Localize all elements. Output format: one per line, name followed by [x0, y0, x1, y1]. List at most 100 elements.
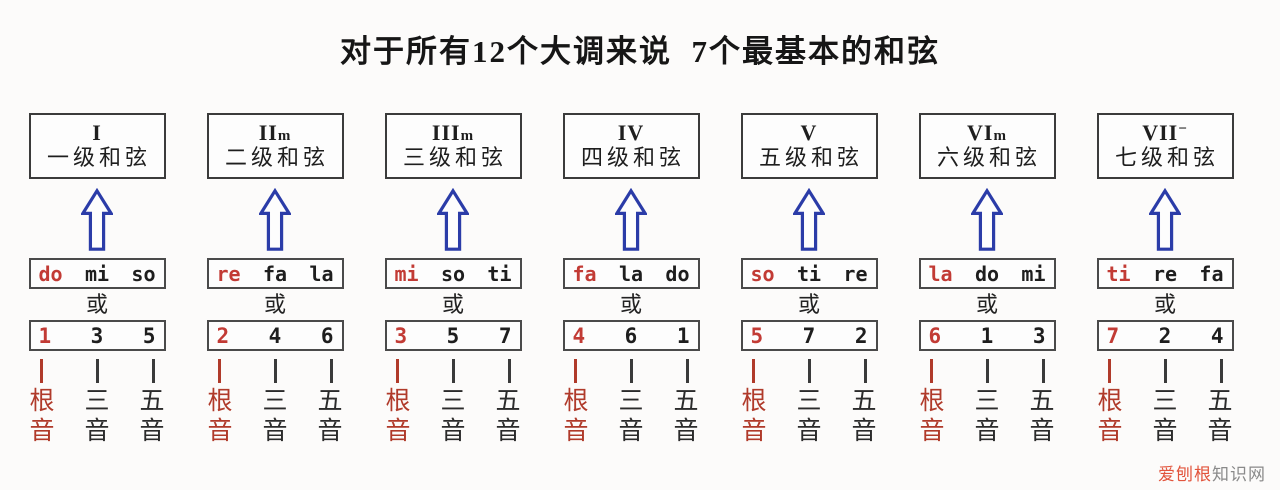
solfege-box: so ti re: [740, 258, 878, 289]
solfege-root: fa: [572, 261, 597, 286]
degree-root: 5: [750, 323, 764, 348]
root-tick: [217, 359, 221, 383]
up-arrow-icon: [971, 188, 1003, 251]
page-title: 对于所有12个大调来说 7个最基本的和弦: [340, 34, 940, 69]
third-tick: [273, 359, 277, 383]
fifth-tick: [1219, 359, 1223, 383]
chord-degree-box: IIm 二级和弦: [206, 113, 344, 179]
fifth-tick: [863, 359, 867, 383]
solfege-fifth: ti: [487, 261, 512, 286]
numeral-minor-suffix: m: [460, 128, 475, 145]
chord-column: IIIm 三级和弦 mi so ti 或 3 5 7 根音 三音 五音: [364, 113, 542, 446]
solfege-third: fa: [262, 261, 288, 286]
degree-fifth: 2: [854, 323, 868, 348]
chord-degree-box: VIm 六级和弦: [918, 113, 1056, 179]
root-note-label: 根音: [385, 388, 411, 445]
numeral-minor-suffix: m: [993, 128, 1007, 145]
numeral-base: VII: [1142, 120, 1179, 146]
chord-column: VIm 六级和弦 la do mi 或 6 1 3 根音 三音 五音: [898, 113, 1076, 446]
degree-number-box: 7 2 4: [1096, 320, 1234, 351]
fifth-tick: [329, 359, 333, 383]
chord-numeral: IV: [618, 120, 644, 145]
chord-degree-box: V 五级和弦: [740, 113, 878, 179]
degree-fifth: 6: [320, 323, 334, 348]
solfege-root: so: [750, 261, 775, 286]
solfege-third: ti: [796, 261, 822, 286]
or-label: 或: [441, 292, 464, 317]
third-tick: [95, 359, 99, 383]
root-note-label: 根音: [563, 388, 589, 445]
degree-number-box: 2 4 6: [206, 320, 344, 351]
fifth-note-label: 五音: [1207, 388, 1233, 445]
numeral-base: IV: [617, 120, 645, 146]
watermark: 爱刨根知识网: [1158, 460, 1266, 485]
chord-degree-box: VII− 七级和弦: [1096, 113, 1234, 179]
degree-fifth: 4: [1210, 323, 1224, 348]
degree-fifth: 3: [1032, 323, 1046, 348]
root-note-label: 根音: [741, 388, 767, 445]
root-tick: [929, 359, 933, 383]
note-role-labels: 根音 三音 五音: [563, 387, 700, 446]
up-arrow-icon: [259, 188, 291, 251]
root-tick: [1107, 359, 1111, 383]
degree-number-box: 1 3 5: [28, 320, 166, 351]
degree-third: 3: [90, 323, 104, 348]
fifth-tick: [151, 359, 155, 383]
third-note-label: 三音: [1152, 388, 1178, 445]
fifth-note-label: 五音: [495, 388, 521, 445]
fifth-tick: [507, 359, 511, 383]
or-label: 或: [1153, 292, 1176, 317]
chord-numeral: V: [801, 120, 818, 145]
chord-numeral: IIIm: [432, 120, 474, 145]
solfege-fifth: re: [843, 261, 868, 286]
numeral-diminished-suffix: −: [1178, 121, 1188, 138]
chord-column: V 五级和弦 so ti re 或 5 7 2 根音 三音 五音: [720, 113, 898, 446]
solfege-fifth: fa: [1199, 261, 1224, 286]
numeral-base: I: [92, 120, 102, 146]
or-label: 或: [797, 292, 820, 317]
root-tick: [751, 359, 755, 383]
chord-name: 二级和弦: [224, 145, 329, 171]
degree-third: 1: [980, 323, 994, 348]
solfege-box: do mi so: [28, 258, 166, 289]
solfege-third: so: [440, 261, 466, 286]
third-tick: [985, 359, 989, 383]
fifth-note-label: 五音: [673, 388, 699, 445]
third-note-label: 三音: [618, 388, 644, 445]
tick-marks: [741, 359, 878, 383]
up-arrow-icon: [437, 188, 469, 251]
tick-marks: [385, 359, 522, 383]
fifth-tick: [685, 359, 689, 383]
chord-column: IV 四级和弦 fa la do 或 4 6 1 根音 三音 五音: [542, 113, 720, 446]
solfege-box: ti re fa: [1096, 258, 1234, 289]
numeral-base: II: [258, 120, 278, 146]
solfege-fifth: do: [665, 261, 690, 286]
watermark-site-name: 爱刨根: [1158, 465, 1212, 484]
solfege-root: re: [216, 261, 241, 286]
solfege-third: do: [974, 261, 1000, 286]
or-label: 或: [975, 292, 998, 317]
note-role-labels: 根音 三音 五音: [919, 387, 1056, 446]
fifth-note-label: 五音: [139, 388, 165, 445]
solfege-root: ti: [1106, 261, 1131, 286]
or-label: 或: [85, 292, 108, 317]
root-note-label: 根音: [207, 388, 233, 445]
columns-row: I 一级和弦 do mi so 或 1 3 5 根音 三音 五音: [0, 113, 1280, 446]
solfege-third: mi: [84, 261, 110, 286]
or-label: 或: [263, 292, 286, 317]
solfege-fifth: so: [131, 261, 156, 286]
degree-number-box: 4 6 1: [562, 320, 700, 351]
chord-name: 五级和弦: [758, 145, 863, 171]
solfege-box: fa la do: [562, 258, 700, 289]
third-tick: [629, 359, 633, 383]
up-arrow-icon: [793, 188, 825, 251]
tick-marks: [29, 359, 166, 383]
note-role-labels: 根音 三音 五音: [385, 387, 522, 446]
chord-column: VII− 七级和弦 ti re fa 或 7 2 4 根音 三音 五音: [1076, 113, 1254, 446]
third-tick: [807, 359, 811, 383]
note-role-labels: 根音 三音 五音: [29, 387, 166, 446]
degree-third: 2: [1158, 323, 1172, 348]
tick-marks: [919, 359, 1056, 383]
tick-marks: [1097, 359, 1234, 383]
